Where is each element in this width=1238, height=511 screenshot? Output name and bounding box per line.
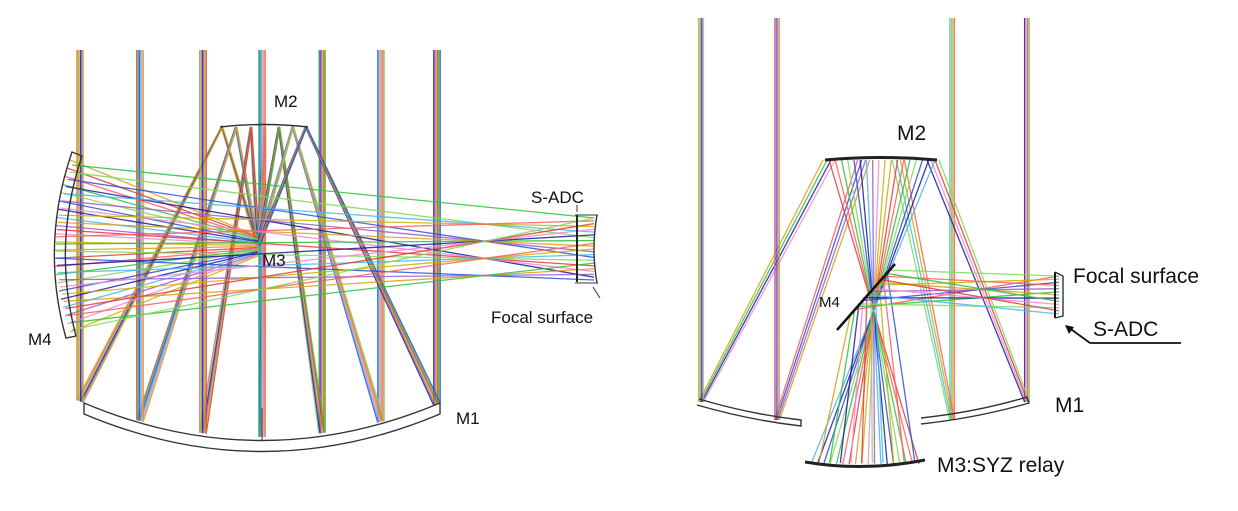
left-label-m4: M4 [28, 330, 52, 349]
left-label-m1: M1 [456, 409, 480, 428]
left-ray [56, 228, 595, 267]
left-label-m3: M3 [262, 251, 286, 270]
left-ray [54, 245, 259, 251]
left-m1-mirror [83, 401, 441, 453]
right-ray [858, 303, 1060, 309]
left-ray [58, 250, 259, 292]
right-ray [702, 159, 836, 403]
right-ray [810, 159, 936, 465]
right-label-focal-surface: Focal surface [1073, 265, 1199, 288]
left-focal-pointer [592, 286, 601, 299]
right-ray [878, 280, 895, 464]
right-ray [701, 159, 832, 403]
right-ray [773, 159, 859, 421]
left-ray [69, 262, 595, 324]
right-m4-mirror [836, 263, 896, 331]
left-ray [65, 185, 595, 278]
left-ray [65, 253, 259, 317]
left-ray [57, 221, 595, 247]
left-ray [56, 250, 595, 261]
right-ray-bundles [697, 18, 1060, 465]
left-ray-bundles [54, 50, 595, 438]
right-m3-mirror [804, 458, 926, 469]
left-ray [58, 273, 595, 281]
right-label-m1: M1 [1055, 394, 1084, 417]
left-ray [65, 222, 595, 310]
right-s-adc-arrowhead [1065, 325, 1074, 334]
right-ray [884, 272, 1060, 302]
left-ray [57, 208, 259, 243]
right-ray [891, 159, 951, 421]
left-ray [58, 200, 259, 242]
left-ray [69, 159, 259, 237]
right-ray [698, 159, 824, 403]
right-ray [861, 294, 868, 464]
right-ray [866, 293, 1060, 315]
left-ray [67, 242, 595, 317]
left-ray [69, 171, 595, 239]
right-ray [895, 159, 952, 421]
right-ray [818, 311, 852, 464]
left-ray [57, 253, 595, 274]
left-ray [61, 248, 595, 295]
right-ray [850, 298, 864, 464]
left-optical-layout-diagram: M2 M3 M4 M1 S-ADC Focal surface [28, 50, 601, 453]
right-ray [886, 269, 1060, 277]
left-ray [56, 220, 595, 238]
left-m2-mirror [219, 123, 309, 128]
right-ray [871, 287, 1060, 306]
right-ray [829, 307, 856, 464]
right-ray [839, 303, 860, 464]
left-label-focal-surface: Focal surface [491, 308, 593, 327]
right-ray [874, 285, 884, 464]
left-m4-mirror [53, 151, 83, 339]
right-label-m3-syz-relay: M3:SYZ relay [937, 454, 1065, 477]
left-ray [63, 193, 595, 233]
right-ray [882, 276, 905, 464]
right-m2-mirror [824, 156, 938, 162]
right-ray [775, 159, 863, 421]
right-ray [699, 159, 828, 403]
left-ray [67, 178, 595, 259]
left-ray [60, 228, 595, 288]
left-ray [71, 217, 595, 331]
left-ray [62, 252, 259, 309]
right-optical-layout-diagram: M2 M4 M1 M3:SYZ relay Focal surface S-AD… [696, 18, 1199, 477]
left-ray [56, 257, 595, 281]
left-focal-surface [593, 214, 598, 284]
left-ray [56, 216, 259, 244]
left-ray [71, 164, 595, 219]
right-label-s-adc: S-ADC [1093, 318, 1158, 341]
left-ray [60, 207, 595, 273]
right-ray [870, 289, 873, 464]
left-ray [63, 268, 595, 302]
right-ray [879, 278, 1060, 312]
right-m1-mirror-right [920, 396, 1030, 425]
right-label-m4: M4 [819, 294, 840, 311]
left-ray [56, 239, 595, 245]
right-label-m2: M2 [897, 122, 926, 145]
left-ray [61, 200, 595, 253]
right-focal-surface [1054, 271, 1064, 319]
right-m1-mirror-left [696, 398, 802, 427]
left-label-m2: M2 [274, 92, 298, 111]
left-ray [56, 234, 595, 267]
right-ray [777, 159, 867, 421]
left-ray [258, 50, 385, 422]
left-ray [58, 214, 595, 228]
left-label-s-adc: S-ADC [531, 188, 584, 207]
